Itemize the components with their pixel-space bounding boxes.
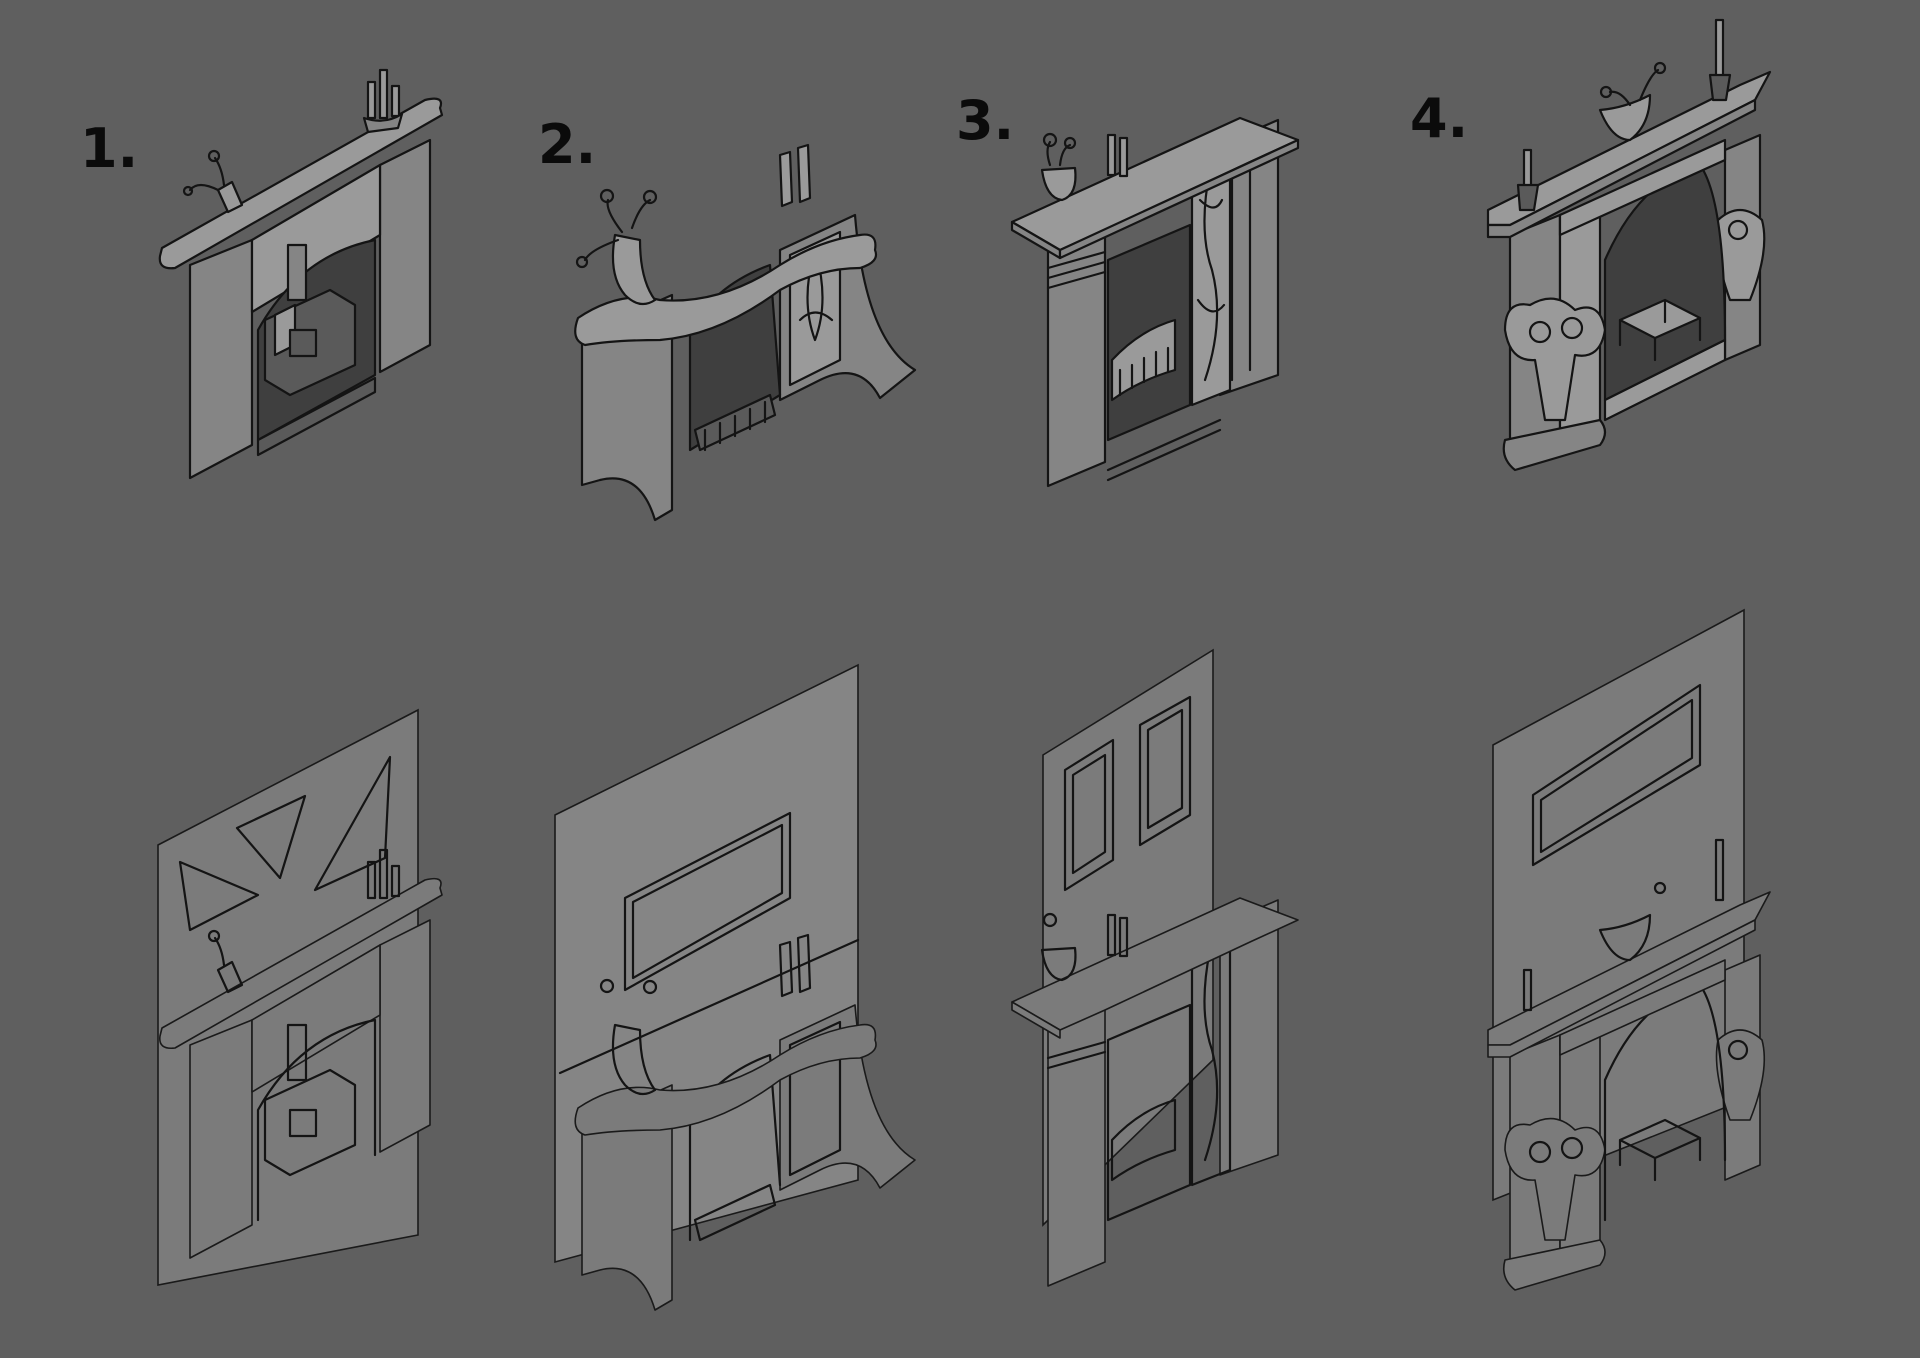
fireplace-4-shaded (1486, 18, 1772, 472)
label-design-3: 3. (956, 89, 1015, 152)
label-design-1: 1. (80, 117, 139, 180)
label-design-2: 2. (538, 113, 597, 176)
fireplace-3-lineart (1011, 648, 1299, 1287)
label-design-4: 4. (1410, 87, 1469, 150)
fireplace-1-shaded (158, 68, 444, 480)
fireplace-3-shaded (1010, 116, 1300, 488)
fireplace-2-lineart (554, 663, 916, 1311)
fireplace-2-shaded (574, 143, 917, 522)
fireplace-1-lineart (157, 708, 443, 1286)
fireplace-4-lineart (1487, 608, 1771, 1291)
